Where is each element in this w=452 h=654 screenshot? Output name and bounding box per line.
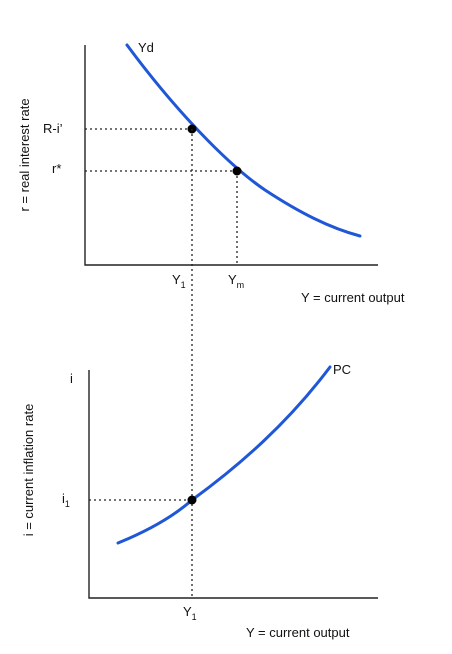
bottom-y-axis-label: i = current inflation rate [21,404,36,537]
tick-y1-top-main: Y [172,272,181,287]
yd-curve [125,43,362,238]
tick-y1-bottom-sub: 1 [192,612,197,622]
tick-i1-sub: 1 [65,499,70,509]
bottom-panel: PC i i1 Y1 Y = current output i = curren… [21,362,378,640]
tick-y1-top-sub: 1 [181,280,186,290]
tick-y1-bottom-main: Y [183,604,192,619]
tick-i1: i1 [62,491,70,509]
bottom-x-axis-label: Y = current output [246,625,350,640]
pc-curve-label: PC [333,362,351,377]
bottom-axes [88,370,378,599]
top-y-axis-label: r = real interest rate [17,98,32,211]
point-ym-r-star [232,166,242,176]
yd-curve-label: Yd [138,40,154,55]
top-axes [84,45,378,266]
top-panel: Yd R-i’ r* Y1 Ym Y = current output r = … [17,40,405,305]
point-y1-i1 [187,495,197,505]
tick-y1-top: Y1 [172,272,186,290]
tick-y1-bottom: Y1 [183,604,197,622]
tick-i: i [70,371,73,386]
top-x-axis-label: Y = current output [301,290,405,305]
tick-ym-main: Y [228,272,237,287]
tick-i1-main: i [62,491,65,506]
pc-curve [116,365,332,545]
tick-r-high: R-i’ [43,121,63,136]
tick-ym-sub: m [237,280,245,290]
tick-ym: Ym [228,272,244,290]
tick-r-star: r* [52,161,61,176]
